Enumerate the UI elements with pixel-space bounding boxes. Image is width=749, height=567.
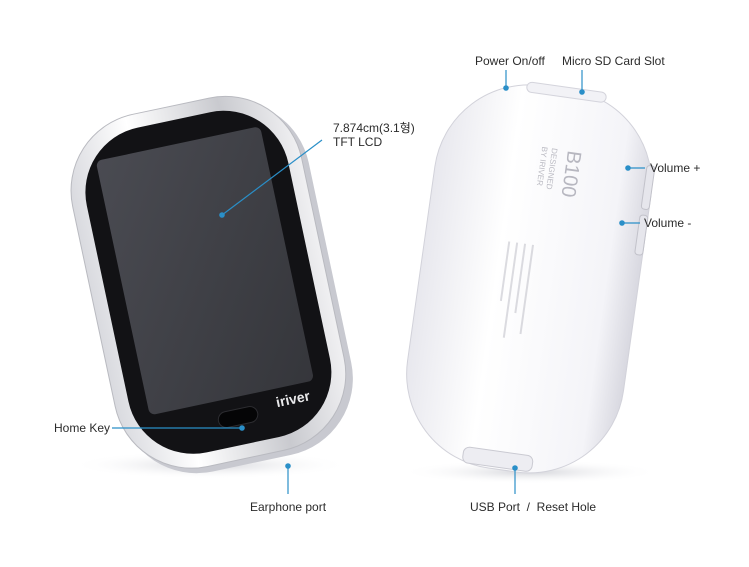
callout-dot-lcd [219,212,225,218]
label-volume-up: Volume + [650,161,701,175]
volume-down-button [634,214,649,256]
front-logo: iriver [274,387,311,410]
callout-dot-home-key [239,425,245,431]
label-lcd-type: TFT LCD [333,135,383,149]
callout-dot-power [503,85,509,91]
callout-dot-earphone [285,463,291,469]
callout-dot-usb [512,465,518,471]
back-device: B100 DESIGNED BY IRIVER [400,81,660,484]
lcd-screen [96,127,314,415]
label-home-key: Home Key [54,421,111,435]
label-micro-sd: Micro SD Card Slot [562,54,665,68]
callout-dot-volume-up [625,165,631,171]
label-power: Power On/off [475,54,545,68]
callout-line-lcd [221,139,323,216]
label-usb-reset: USB Port / Reset Hole [470,500,597,514]
back-fine-print [499,241,534,338]
callouts [112,70,645,494]
label-volume-down: Volume - [644,216,692,230]
callout-dot-micro-sd [579,89,585,95]
label-earphone-port: Earphone port [250,500,327,514]
label-lcd-size: 7.874cm(3.1형) [333,121,415,135]
home-key [217,406,259,429]
front-device: iriver [70,95,353,479]
top-cap [526,81,607,103]
callout-dot-volume-down [619,220,625,226]
volume-up-button [640,165,656,210]
